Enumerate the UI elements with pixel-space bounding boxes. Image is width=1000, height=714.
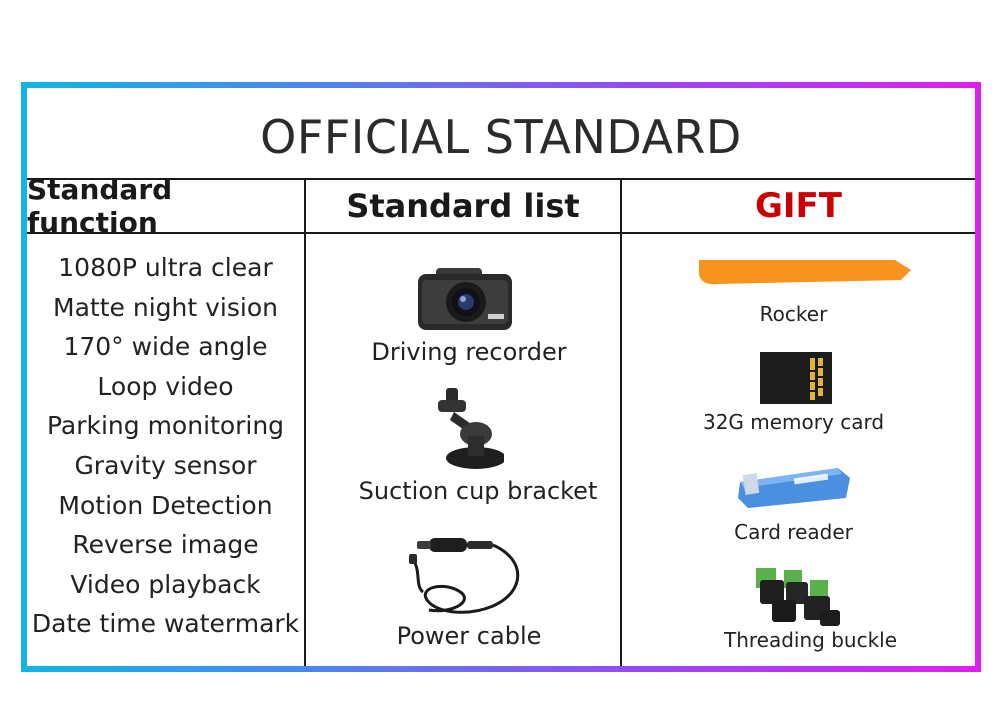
feature-item: Reverse image	[72, 530, 259, 560]
feature-list: 1080P ultra clear Matte night vision 170…	[27, 248, 304, 644]
gift-item-label: Threading buckle	[723, 628, 898, 652]
column-divider	[304, 178, 306, 666]
gift-item-label: Rocker	[759, 302, 828, 326]
feature-item: Date time watermark	[31, 609, 300, 639]
standard-item-label: Driving recorder	[371, 338, 567, 366]
feature-item: 170° wide angle	[63, 332, 268, 362]
feature-item: Parking monitoring	[46, 411, 285, 441]
suction-mount-icon	[438, 388, 504, 469]
power-cable-icon	[409, 538, 520, 614]
feature-item: Matte night vision	[53, 292, 278, 322]
standard-item-label: Suction cup bracket	[358, 477, 598, 505]
header-standard-function: Standard function	[27, 173, 173, 239]
feature-item: Loop video	[97, 371, 234, 401]
gift-item-label: Card reader	[734, 520, 853, 544]
spec-table: OFFICIAL STANDARD Standard function Stan…	[27, 88, 975, 666]
feature-item: Gravity sensor	[74, 450, 257, 480]
cable-clip-icon	[756, 568, 840, 626]
standard-item-label: Power cable	[396, 622, 542, 650]
divider	[27, 178, 975, 180]
pry-tool-icon	[699, 260, 911, 285]
feature-item: 1080P ultra clear	[58, 253, 273, 282]
gift-item-label: 32G memory card	[702, 410, 885, 434]
card-reader-icon	[738, 468, 850, 508]
column-divider	[620, 178, 622, 666]
header-gift: GIFT	[755, 186, 842, 226]
page-title: OFFICIAL STANDARD	[260, 110, 742, 164]
header-standard-list: Standard list	[346, 187, 580, 225]
dashcam-icon	[418, 268, 512, 330]
divider	[27, 232, 975, 234]
feature-item: Motion Detection	[58, 490, 273, 520]
gradient-frame: OFFICIAL STANDARD Standard function Stan…	[21, 82, 981, 672]
microsd-card-icon	[760, 352, 832, 404]
feature-item: Video playback	[70, 569, 261, 599]
